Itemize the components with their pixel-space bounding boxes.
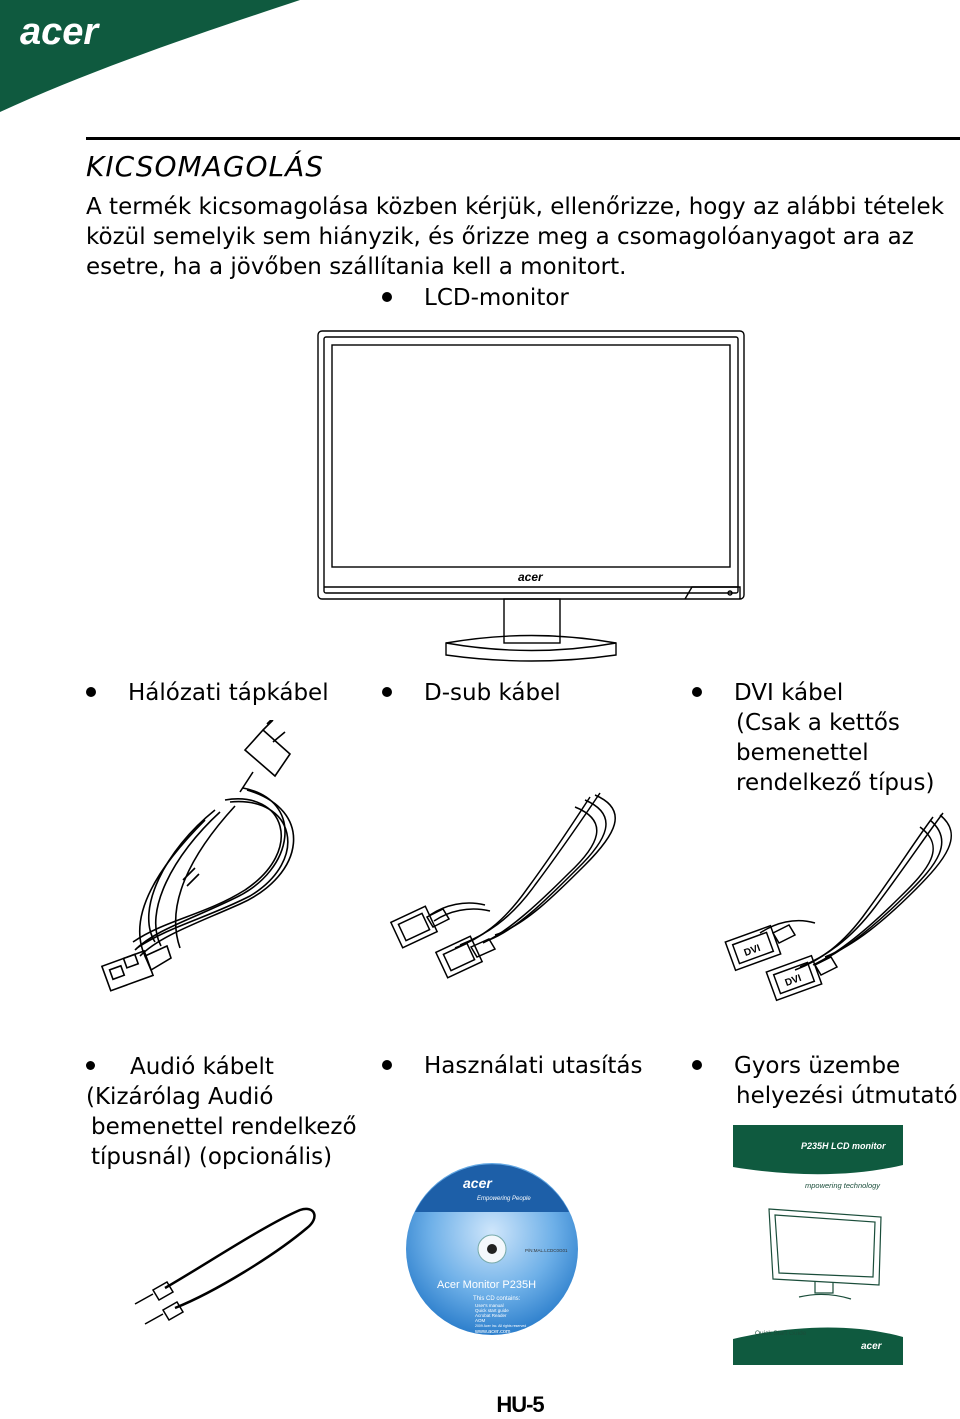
item-lcd-monitor: LCD-monitor — [382, 283, 569, 313]
item-label: Gyors üzembe — [734, 1053, 901, 1079]
item-label: D-sub kábel — [424, 680, 561, 706]
cd-content-item: Acrobat Reader — [475, 1313, 507, 1318]
bullet-icon — [382, 291, 392, 302]
cd-content-item: Quick start guide — [475, 1308, 509, 1313]
guide-tagline: mpowering technology — [805, 1181, 881, 1190]
intro-line: esetre, ha a jövőben szállítania kell a … — [86, 254, 627, 280]
guide-logo: acer — [861, 1341, 883, 1352]
item-dsub-cable: D-sub kábel — [382, 678, 561, 708]
cd-content-item: User's manual — [475, 1303, 504, 1308]
dvi-connector-label: DVI — [743, 943, 763, 959]
intro-line: közül semelyik sem hiányzik, és őrizze m… — [86, 224, 914, 250]
cd-illustration: acer Empowering People P/N:MAL.LCDC0G01 … — [405, 1162, 580, 1341]
item-label: Audió kábelt — [130, 1054, 274, 1080]
acer-logo: acer — [20, 11, 100, 53]
quick-guide-cover: P235H LCD monitor mpowering technology Q… — [733, 1125, 903, 1369]
page-number: HU-5 — [496, 1392, 544, 1417]
monitor-illustration: acer — [310, 325, 760, 674]
dvi-cable-illustration: DVI DVI — [715, 805, 960, 1014]
cd-logo: acer — [463, 1175, 493, 1191]
note-line: (Kizárólag Audió — [86, 1084, 274, 1110]
item-label: LCD-monitor — [424, 285, 569, 311]
note-line: (Csak a kettős — [736, 710, 900, 736]
guide-model: P235H LCD monitor — [801, 1141, 886, 1151]
section-title: KICSOMAGOLÁS — [86, 150, 325, 183]
cd-tagline: Empowering People — [477, 1196, 531, 1202]
item-dvi-cable: DVI kábel — [692, 678, 843, 708]
audio-cable-illustration — [125, 1200, 325, 1334]
cd-url: www.acer.com — [474, 1329, 511, 1335]
intro-line: A termék kicsomagolása közben kérjük, el… — [86, 194, 945, 220]
item-power-cable: Hálózati tápkábel — [86, 678, 329, 708]
bullet-icon — [382, 1059, 392, 1070]
cd-product-title: Acer Monitor P235H — [437, 1279, 536, 1291]
item-label: Hálózati tápkábel — [128, 680, 329, 706]
note-line: típusnál) (opcionális) — [91, 1144, 333, 1170]
header-banner: acer — [0, 0, 300, 115]
intro-paragraph: A termék kicsomagolása közben kérjük, el… — [86, 192, 958, 282]
note-line: bemenettel — [736, 740, 869, 766]
cd-copyright: 2009 Acer Inc. All rights reserved — [475, 1324, 526, 1328]
power-cable-illustration — [95, 713, 335, 999]
bullet-icon — [382, 686, 392, 697]
item-quick-guide: Gyors üzembe — [692, 1051, 900, 1081]
dsub-cable-illustration — [385, 785, 630, 989]
note-line: bemenettel rendelkező — [91, 1114, 357, 1140]
cd-part-number: P/N:MAL.LCDC0G01 — [525, 1248, 568, 1253]
bullet-icon — [692, 686, 702, 697]
item-audio-cable: Audió kábelt (Kizárólag Audió bemenettel… — [86, 1052, 357, 1172]
item-quick-guide-line2: helyezési útmutató — [736, 1083, 958, 1109]
item-manual: Használati utasítás — [382, 1051, 642, 1081]
item-label: DVI kábel — [734, 680, 844, 706]
header-rule — [86, 137, 960, 140]
note-line: rendelkező típus) — [736, 770, 935, 796]
cd-contents-title: This CD contains: — [473, 1296, 521, 1302]
dvi-connector-label: DVI — [784, 973, 804, 989]
bullet-icon — [86, 1061, 95, 1070]
item-label: Használati utasítás — [424, 1053, 643, 1079]
bullet-icon — [86, 686, 96, 697]
cd-content-item: AOM — [475, 1318, 486, 1323]
bezel-logo: acer — [518, 570, 544, 584]
item-dvi-note: (Csak a kettős bemenettel rendelkező típ… — [736, 708, 934, 798]
guide-footer: Quick Start Guide — [755, 1330, 807, 1337]
bullet-icon — [692, 1059, 702, 1070]
guide-monitor-icon — [768, 1208, 882, 1300]
